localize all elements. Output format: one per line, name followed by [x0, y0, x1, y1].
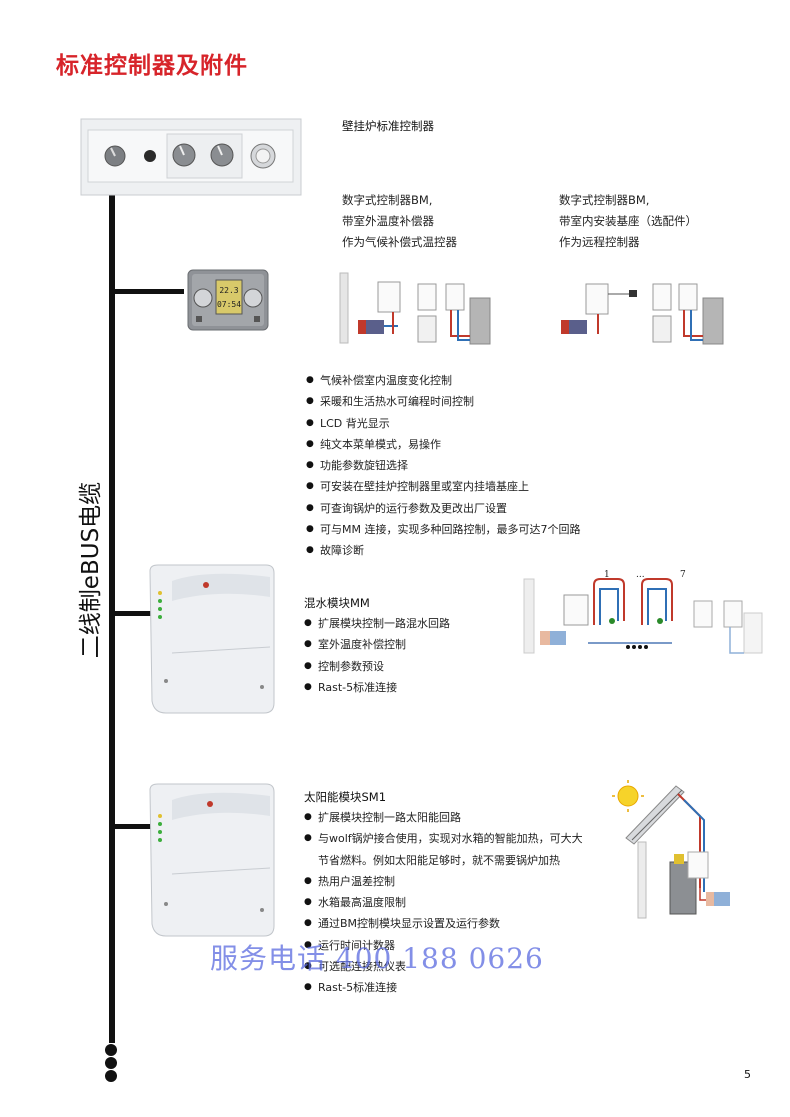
list-item: 可选配连接热仪表	[304, 956, 584, 978]
sm1-feature-list: 扩展模块控制一路太阳能回路 与wolf锅炉接合使用，实现对水箱的智能加热，可大大…	[304, 807, 584, 999]
list-item: 运行时间计数器	[304, 935, 584, 957]
page-title: 标准控制器及附件	[56, 53, 248, 79]
bm-left-schematic	[339, 272, 491, 345]
list-item: 扩展模块控制一路混水回路	[304, 613, 450, 635]
boiler-controller-image	[80, 118, 302, 196]
list-item: 通过BM控制模块显示设置及运行参数	[304, 913, 584, 935]
sm1-solar-schematic	[612, 780, 730, 919]
list-item: 水箱最高温度限制	[304, 892, 584, 914]
list-item: 可查询锅炉的运行参数及更改出厂设置	[306, 498, 580, 520]
bus-label: 二线制eBUS电缆	[78, 481, 104, 659]
mm-feature-list: 扩展模块控制一路混水回路 室外温度补偿控制 控制参数预设 Rast-5标准连接	[304, 613, 450, 698]
bm-display-temp: 22.3	[219, 286, 238, 295]
page-number: 5	[744, 1068, 751, 1081]
mm-heading: 混水模块MM	[304, 596, 370, 610]
boiler-controller-heading: 壁挂炉标准控制器	[342, 119, 434, 133]
list-item: 故障诊断	[306, 540, 580, 562]
list-item: 纯文本菜单模式，易操作	[306, 434, 580, 456]
list-item: 可安装在壁挂炉控制器里或室内挂墙基座上	[306, 476, 580, 498]
list-item: 可与MM 连接，实现多种回路控制，最多可达7个回路	[306, 519, 580, 541]
list-item: Rast-5标准连接	[304, 677, 450, 699]
list-item: 采暖和生活热水可编程时间控制	[306, 391, 580, 413]
bm-right-schematic	[561, 283, 724, 345]
mm-loop-last: 7	[680, 570, 686, 580]
sm1-module-image	[149, 783, 275, 937]
branch-sm1	[109, 824, 159, 829]
bm-feature-list: 气候补偿室内温度变化控制 采暖和生活热水可编程时间控制 LCD 背光显示 纯文本…	[306, 370, 580, 562]
branch-bm	[109, 289, 184, 294]
list-item: 气候补偿室内温度变化控制	[306, 370, 580, 392]
bm-controller-image: 22.3 07:54	[187, 269, 269, 331]
mm-loop-first: 1	[604, 570, 610, 580]
list-item: 扩展模块控制一路太阳能回路	[304, 807, 584, 829]
list-item: 热用户温差控制	[304, 871, 584, 893]
continuation-dot	[105, 1044, 117, 1056]
branch-mm	[109, 611, 159, 616]
continuation-dot	[105, 1070, 117, 1082]
list-item: Rast-5标准连接	[304, 977, 584, 999]
mm-schematic: 1 ... 7	[523, 570, 763, 654]
bm-right-text: 数字式控制器BM, 带室内安装基座（选配件） 作为远程控制器	[559, 193, 697, 249]
mm-loop-dots: ...	[636, 570, 645, 580]
list-item: LCD 背光显示	[306, 413, 580, 435]
sm1-heading: 太阳能模块SM1	[304, 790, 387, 804]
list-item: 功能参数旋钮选择	[306, 455, 580, 477]
list-item: 室外温度补偿控制	[304, 634, 450, 656]
ebus-cable-line	[109, 190, 115, 1043]
list-item: 控制参数预设	[304, 656, 450, 678]
bm-display-time: 07:54	[217, 300, 241, 309]
service-phone-watermark: 服务电话 400 188 0626	[210, 942, 544, 975]
list-item: 与wolf锅炉接合使用，实现对水箱的智能加热，可大大节省燃料。例如太阳能足够时，…	[304, 828, 584, 871]
bm-left-text: 数字式控制器BM, 带室外温度补偿器 作为气候补偿式温控器	[342, 193, 457, 249]
mm-module-image	[149, 564, 275, 714]
continuation-dot	[105, 1057, 117, 1069]
